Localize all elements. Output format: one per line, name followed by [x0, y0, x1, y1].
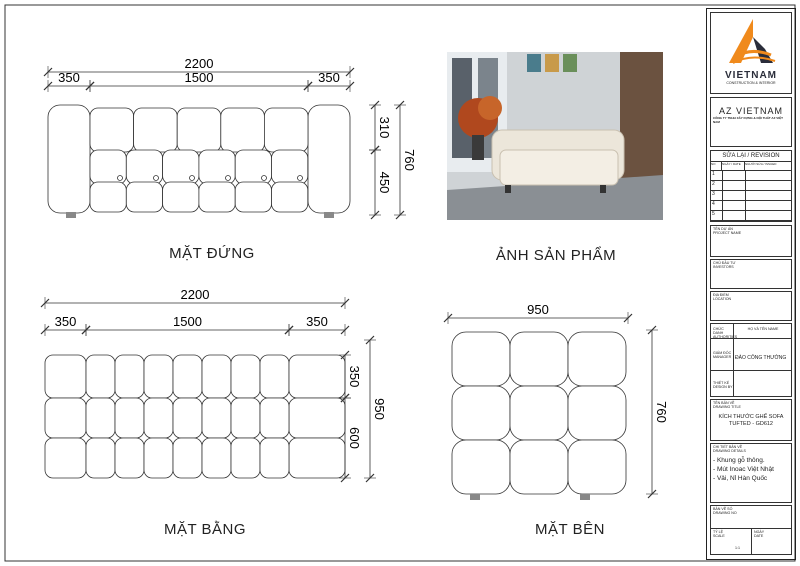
side-view: 950 760: [443, 302, 669, 500]
dimension-label: 350: [306, 314, 328, 329]
seat-cushion: [271, 181, 309, 213]
back-cushion: [259, 354, 290, 399]
side-view-label: MẶT BÊN: [535, 521, 605, 538]
seat-cushion: [85, 437, 116, 479]
tuft-button: [225, 175, 231, 181]
authorities-table: CHỨC DANH AUTHORITIES HỌ VÀ TÊN NAME GIÁ…: [710, 323, 792, 397]
side-cushion: [567, 331, 627, 387]
dimension-label: 600: [347, 427, 362, 449]
arm-cushion: [44, 397, 87, 439]
revision-row: 2: [711, 181, 791, 191]
back-cushion: [263, 107, 309, 153]
dimension-label: 950: [527, 302, 549, 317]
side-cushion: [509, 439, 569, 495]
az-logo-icon: [729, 19, 776, 64]
arm-cushion: [44, 437, 87, 479]
back-cushion: [85, 354, 116, 399]
revision-row: 1: [711, 171, 791, 181]
seat-cushion: [198, 181, 236, 213]
back-cushion: [44, 354, 87, 399]
back-cushion: [220, 107, 265, 153]
logo-box: VIETNAM CONSTRUCTION & INTERIOR: [710, 12, 792, 94]
seat-cushion: [230, 437, 261, 479]
side-cushion: [451, 439, 511, 495]
dimension-label: 2200: [181, 287, 210, 302]
seat-cushion: [89, 181, 127, 213]
arm-cushion: [288, 397, 346, 439]
seat-cushion: [114, 397, 145, 439]
seat-cushion: [114, 437, 145, 479]
back-cushion: [89, 107, 134, 153]
dimension-label: 350: [55, 314, 77, 329]
photo-label: ẢNH SẢN PHẨM: [495, 247, 617, 264]
detail-item: - Vải, Nỉ Hàn Quốc: [713, 475, 768, 483]
back-cushion: [143, 354, 174, 399]
back-cushion: [288, 354, 346, 399]
side-cushion: [567, 439, 627, 495]
front-view-label: MẶT ĐỨNG: [169, 245, 255, 262]
seat-cushion: [234, 181, 272, 213]
seat-cushion: [201, 437, 232, 479]
dimension-label: 350: [58, 70, 80, 85]
tuft-button: [153, 175, 159, 181]
dimension-label: 950: [372, 398, 387, 420]
company-box: AZ VIETNAM CÔNG TY TNHH XÂY DỰNG & NỘI T…: [710, 97, 792, 147]
seat-cushion: [172, 437, 203, 479]
tuft-button: [261, 175, 267, 181]
back-cushion: [172, 354, 203, 399]
dimension-label: 2200: [185, 56, 214, 71]
tuft-button: [117, 175, 123, 181]
seat-cushion: [259, 397, 290, 439]
back-cushion: [114, 354, 145, 399]
dimension-label: 1500: [173, 314, 202, 329]
dimension-label: 760: [402, 149, 417, 171]
side-cushion: [451, 331, 511, 387]
left-arm: [47, 104, 91, 214]
product-photo: [447, 52, 663, 220]
detail-item: - Mút Inoac Việt Nhật: [713, 466, 774, 474]
revision-row: 3: [711, 191, 791, 201]
seat-cushion: [85, 397, 116, 439]
side-cushion: [509, 331, 569, 387]
back-cushion: [230, 354, 261, 399]
side-cushion: [567, 385, 627, 441]
back-cushion: [176, 107, 222, 153]
dimension-label: 760: [654, 401, 669, 423]
tuft-button: [297, 175, 303, 181]
revision-row: 5: [711, 211, 791, 221]
title-block: VIETNAM CONSTRUCTION & INTERIOR AZ VIETN…: [706, 8, 796, 560]
seat-cushion: [230, 397, 261, 439]
front-view: 2200 350 1500 350 310 450 760: [43, 56, 417, 220]
top-view: 2200 350 1500 350 350 600 950: [40, 287, 387, 483]
side-cushion: [451, 385, 511, 441]
dimension-label: 350: [318, 70, 340, 85]
seat-cushion: [125, 181, 164, 213]
side-cushion: [509, 385, 569, 441]
dimension-label: 310: [377, 117, 392, 139]
seat-cushion: [201, 397, 232, 439]
right-arm: [307, 104, 351, 214]
back-cushion: [201, 354, 232, 399]
top-view-label: MẶT BẰNG: [163, 521, 247, 538]
seat-cushion: [259, 437, 290, 479]
seat-cushion: [172, 397, 203, 439]
dimension-label: 350: [347, 366, 362, 388]
seat-cushion: [143, 397, 174, 439]
seat-cushion: [143, 437, 174, 479]
detail-item: - Khung gỗ thông.: [713, 457, 765, 465]
seat-cushion: [162, 181, 200, 213]
revision-row: 4: [711, 201, 791, 211]
dimension-label: 1500: [185, 70, 214, 85]
dimension-label: 450: [377, 172, 392, 194]
arm-cushion: [288, 437, 346, 479]
back-cushion: [133, 107, 178, 153]
tuft-button: [189, 175, 195, 181]
